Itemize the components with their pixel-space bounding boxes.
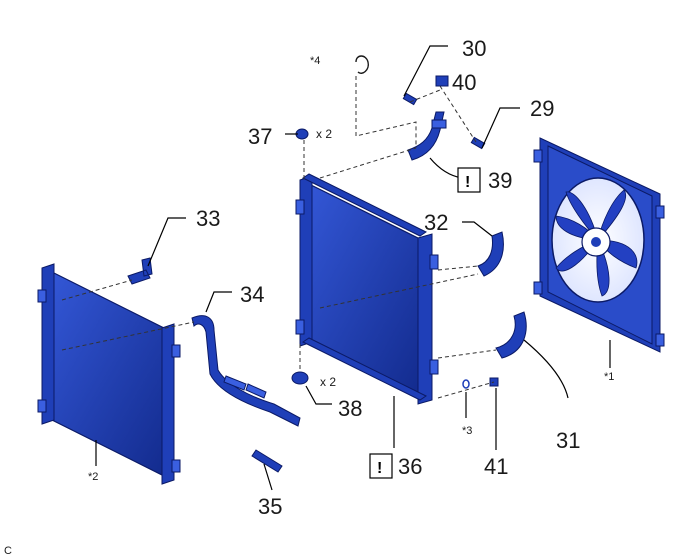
leader-lines <box>95 45 611 491</box>
callout-36: 36 <box>398 454 422 479</box>
callout-35: 35 <box>258 494 282 519</box>
warning-symbol-36: ! <box>369 453 393 479</box>
callout-30: 30 <box>462 36 486 61</box>
radiator-assembly <box>295 173 439 405</box>
callout-labels: 30 40 29 37 39 33 32 34 38 31 36 41 35 <box>196 36 580 519</box>
lower-radiator-hose <box>495 311 527 359</box>
svg-text:!: ! <box>377 460 382 477</box>
callout-40: 40 <box>452 70 476 95</box>
note-4: *4 <box>310 55 320 67</box>
callout-41: 41 <box>484 454 508 479</box>
hose-clamp <box>355 55 370 74</box>
fan-shroud-assembly <box>533 137 665 353</box>
callout-31: 31 <box>556 428 580 453</box>
note-1: *1 <box>604 371 614 383</box>
discharge-pipe <box>251 449 283 473</box>
callout-39: 39 <box>488 168 512 193</box>
hose-clip-40 <box>435 75 449 87</box>
callout-38: 38 <box>338 396 362 421</box>
condenser-pipe <box>127 257 153 285</box>
quantity-38: x 2 <box>320 375 336 389</box>
note-2: *2 <box>88 471 98 483</box>
reservoir-hose <box>407 111 445 161</box>
upper-radiator-hose <box>477 231 504 277</box>
corner-label: C <box>4 545 12 557</box>
o-ring <box>462 379 470 389</box>
assembly-lines <box>61 76 497 399</box>
quantity-37: x 2 <box>316 127 332 141</box>
warning-symbol-39: ! <box>457 167 481 193</box>
condenser-assembly <box>37 263 181 485</box>
callout-33: 33 <box>196 206 220 231</box>
callout-37: 37 <box>248 124 272 149</box>
note-3: *3 <box>462 425 472 437</box>
cooler-tube <box>191 315 301 427</box>
callout-29: 29 <box>530 96 554 121</box>
cushion-38 <box>291 371 309 385</box>
callout-34: 34 <box>240 282 264 307</box>
svg-text:!: ! <box>465 174 470 191</box>
callout-32: 32 <box>424 210 448 235</box>
bolt-30 <box>402 92 418 106</box>
